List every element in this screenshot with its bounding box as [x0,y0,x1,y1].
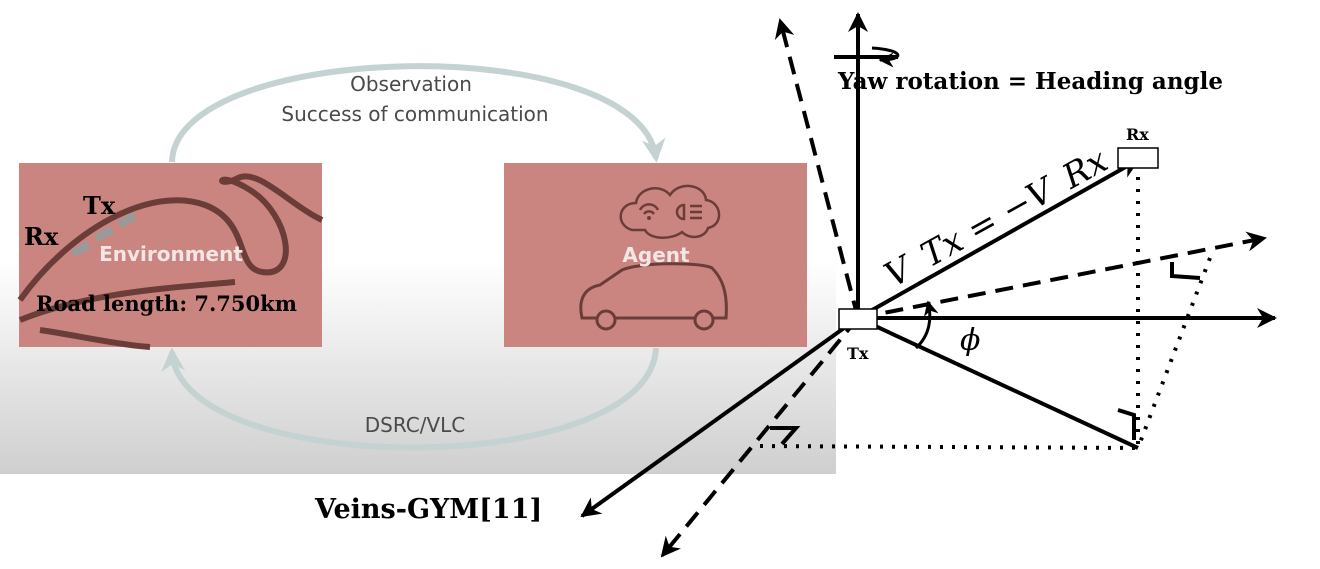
rotated-axis-down [660,316,860,558]
rx-label-right: Rx [1126,125,1149,144]
thought-cloud-icon [619,184,721,239]
road-length-label: Road length: 7.750km [36,291,297,316]
environment-box: Environment [17,163,324,350]
axis-diagonal [580,316,860,518]
road-icon [17,173,324,302]
top-label-line1: Observation [350,72,472,96]
headlight-icon [675,203,702,221]
tx-label-left: Tx [83,191,116,220]
agent-box: Agent [504,163,807,347]
rotated-axis-up [774,18,860,319]
rx-node [1117,147,1159,169]
bottom-loop-arrow [161,347,659,451]
rl-loop-panel: Observation Success of communication DSR… [0,0,836,474]
tx-label-right: Tx [847,344,869,363]
vector-tx-rx [857,158,1140,320]
projection-line [857,316,1139,450]
bottom-label: DSRC/VLC [365,413,466,437]
tx-node [838,308,878,330]
top-loop-arrow [169,63,666,163]
caption-veins-gym: Veins-GYM[11] [314,494,542,525]
top-label-line2: Success of communication [281,102,548,126]
angle-arc [914,300,939,350]
geometry-diagram [580,12,1277,558]
wifi-icon [638,203,660,215]
agent-label: Agent [622,243,690,267]
rx-label-left: Rx [24,222,59,251]
phi-label: ϕ [960,323,980,358]
yaw-label: Yaw rotation = Heading angle [837,68,1223,95]
car-icon [579,262,728,320]
environment-label: Environment [99,242,243,266]
